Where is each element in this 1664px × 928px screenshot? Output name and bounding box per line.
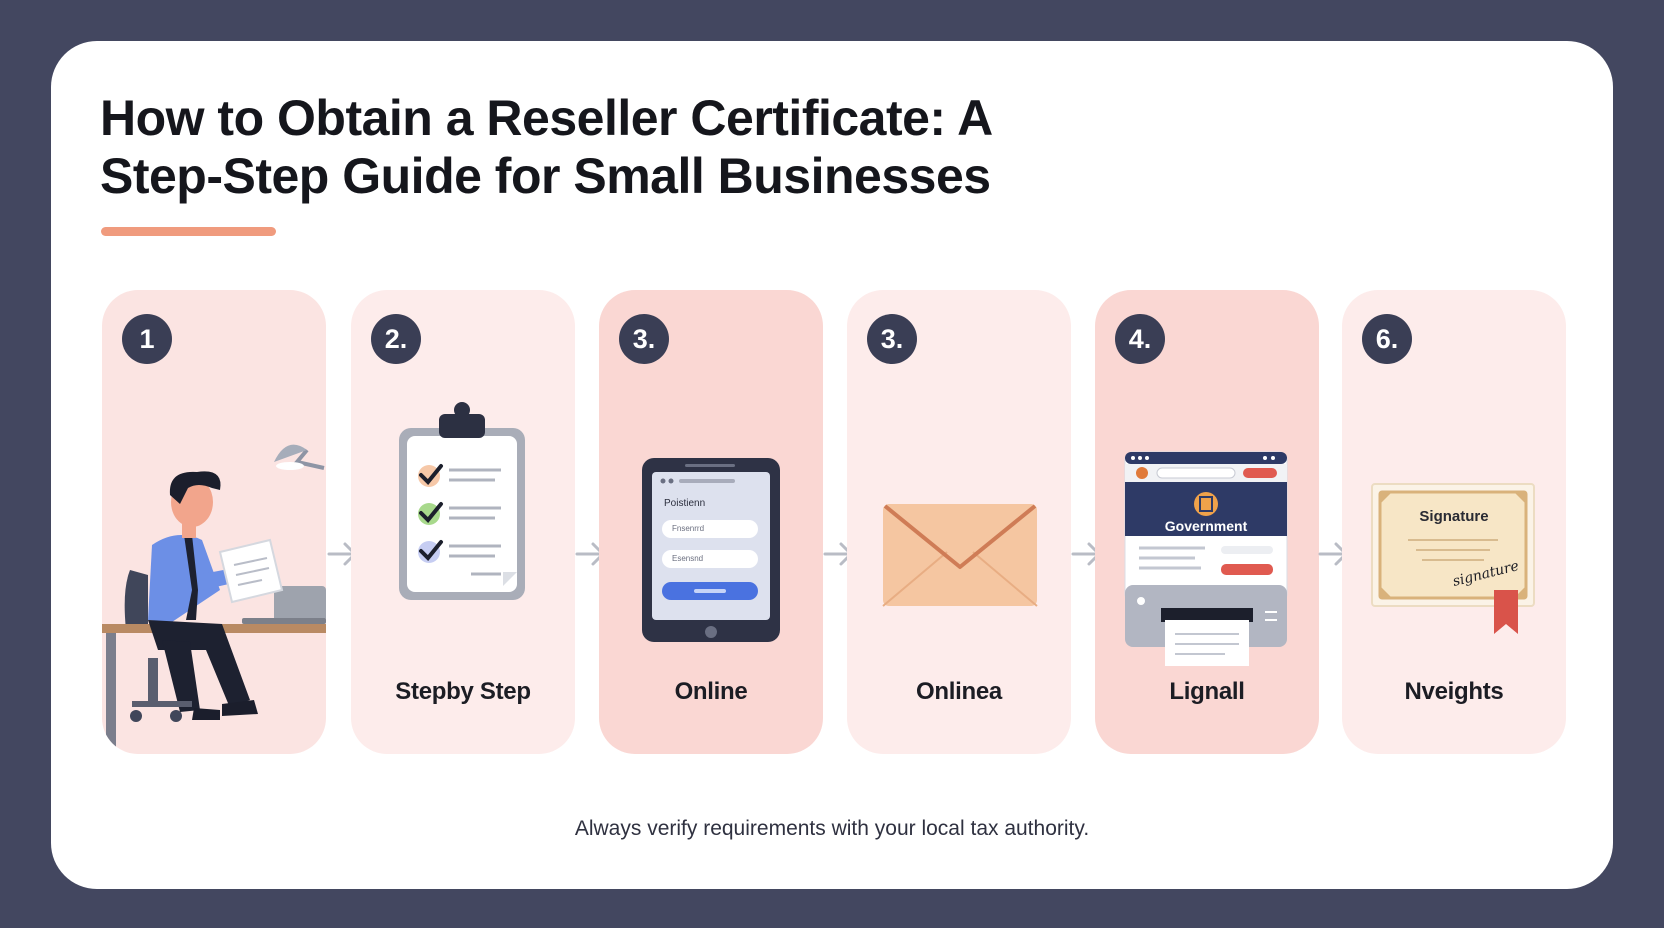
step-badge: 4. bbox=[1115, 314, 1165, 364]
certificate-title: Signature bbox=[1419, 508, 1489, 525]
certificate-icon bbox=[1371, 483, 1535, 634]
form-field-2: Esensnd bbox=[672, 554, 704, 563]
infographic-card: How to Obtain a Reseller Certificate: A … bbox=[51, 41, 1613, 889]
envelope-icon bbox=[882, 504, 1038, 607]
government-site-title: Government bbox=[1164, 518, 1248, 534]
government-website-printer-icon bbox=[1124, 451, 1288, 666]
title-line-1: How to Obtain a Reseller Certificate: A bbox=[100, 90, 993, 146]
tablet-form-icon bbox=[642, 458, 780, 642]
step-label: Stepby Step bbox=[395, 678, 531, 705]
step-label: Nveights bbox=[1404, 678, 1504, 705]
step-card-2: 2. Stepby Step bbox=[351, 290, 575, 754]
step-card-1: 1 bbox=[102, 290, 326, 754]
person-at-desk-icon bbox=[102, 444, 326, 753]
step-label: Lignall bbox=[1169, 678, 1245, 705]
page-title: How to Obtain a Reseller Certificate: A … bbox=[100, 89, 1200, 205]
step-badge: 1 bbox=[122, 314, 172, 364]
step-card-3: 3. Poistienn Fnsenrrd Esensnd Online bbox=[599, 290, 823, 754]
steps-row: 1 bbox=[51, 41, 1613, 889]
step-label: Online bbox=[674, 678, 748, 705]
step-badge: 3. bbox=[867, 314, 917, 364]
footer-note: Always verify requirements with your loc… bbox=[574, 817, 1090, 840]
step-card-6: 6. Signature signature Nveights bbox=[1342, 290, 1566, 754]
form-field-1: Fnsenrrd bbox=[672, 524, 705, 533]
step-badge: 3. bbox=[619, 314, 669, 364]
title-line-2: Step-Step Guide for Small Businesses bbox=[100, 148, 991, 204]
step-badge: 2. bbox=[371, 314, 421, 364]
step-card-5: 4. bbox=[1095, 290, 1319, 754]
step-label: Onlinea bbox=[916, 678, 1002, 705]
step-badge: 6. bbox=[1362, 314, 1412, 364]
title-underline bbox=[101, 227, 276, 236]
clipboard-checklist-icon bbox=[399, 402, 525, 600]
step-card-4: 3. Onlinea bbox=[847, 290, 1071, 754]
form-title: Poistienn bbox=[664, 498, 706, 509]
